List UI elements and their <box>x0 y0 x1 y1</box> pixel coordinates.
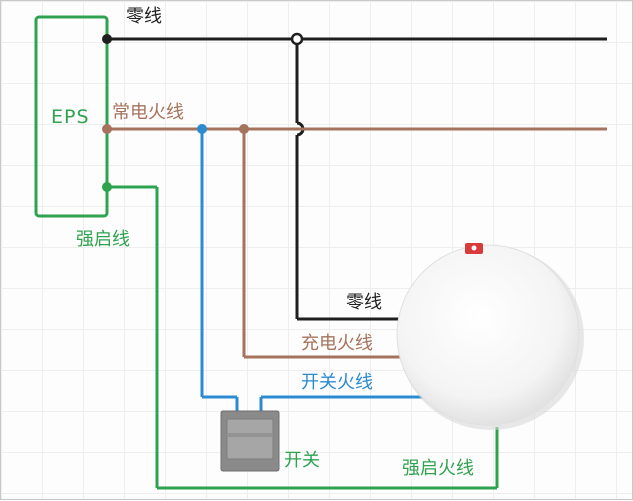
switch-live-label: 开关火线 <box>301 372 373 393</box>
neutral-top-label: 零线 <box>126 6 162 27</box>
emergency-live-label: 强启火线 <box>402 458 474 479</box>
live-main-label: 常电火线 <box>112 102 184 123</box>
emergency-label: 强启线 <box>76 229 130 250</box>
charge-live-node <box>239 124 249 134</box>
charge-live-label: 充电火线 <box>301 333 373 354</box>
switch-feed-node <box>197 124 207 134</box>
switch-label: 开关 <box>284 450 320 471</box>
eps-label: EPS <box>51 106 90 128</box>
emergency-node-eps <box>102 182 112 192</box>
neutral-junction <box>290 32 304 46</box>
neutral-lamp-label: 零线 <box>346 292 382 313</box>
neutral-node-eps <box>102 34 112 44</box>
eps-box <box>34 15 109 218</box>
live-node-eps <box>102 124 112 134</box>
wall-switch-icon <box>220 410 280 472</box>
ceiling-lamp-icon <box>396 243 584 430</box>
